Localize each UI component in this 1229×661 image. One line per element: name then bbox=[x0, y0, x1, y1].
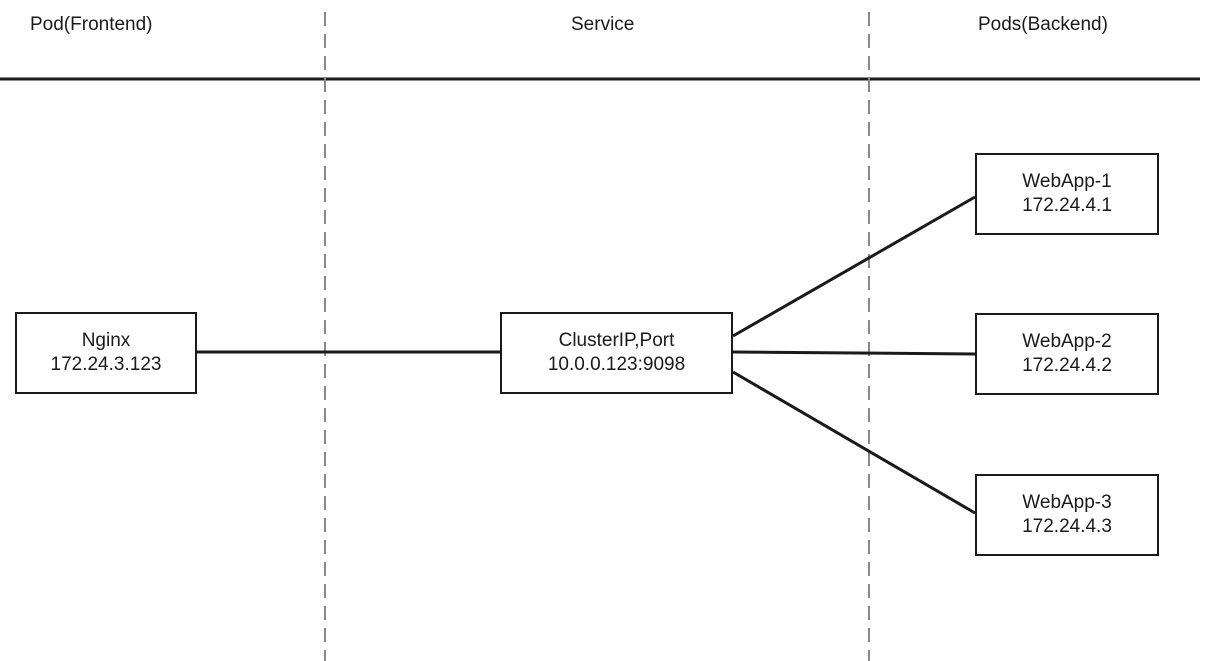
node-webapp-2-address: 172.24.4.2 bbox=[1022, 355, 1112, 376]
connector-service-to-webapp-3 bbox=[732, 370, 976, 515]
column-header-service: Service bbox=[571, 14, 635, 35]
node-webapp-2: WebApp-2 172.24.4.2 bbox=[975, 313, 1159, 395]
node-webapp-2-name: WebApp-2 bbox=[1022, 331, 1112, 352]
connector-service-to-webapp-2 bbox=[732, 350, 976, 356]
node-webapp-3-address: 172.24.4.3 bbox=[1022, 516, 1112, 537]
node-nginx-address: 172.24.3.123 bbox=[50, 354, 162, 375]
node-service: ClusterIP,Port 10.0.0.123:9098 bbox=[500, 312, 733, 394]
connector-service-to-webapp-1 bbox=[732, 195, 976, 338]
node-webapp-3-name: WebApp-3 bbox=[1022, 492, 1112, 513]
node-service-address: 10.0.0.123:9098 bbox=[547, 354, 686, 375]
column-header-frontend: Pod(Frontend) bbox=[30, 14, 153, 35]
node-webapp-1-address: 172.24.4.1 bbox=[1022, 195, 1112, 216]
node-webapp-1: WebApp-1 172.24.4.1 bbox=[975, 153, 1159, 235]
node-service-name: ClusterIP,Port bbox=[558, 330, 675, 351]
node-webapp-1-name: WebApp-1 bbox=[1022, 171, 1112, 192]
node-nginx-name: Nginx bbox=[81, 330, 131, 351]
node-nginx: Nginx 172.24.3.123 bbox=[15, 312, 197, 394]
column-header-backend: Pods(Backend) bbox=[978, 14, 1108, 35]
node-webapp-3: WebApp-3 172.24.4.3 bbox=[975, 474, 1159, 556]
